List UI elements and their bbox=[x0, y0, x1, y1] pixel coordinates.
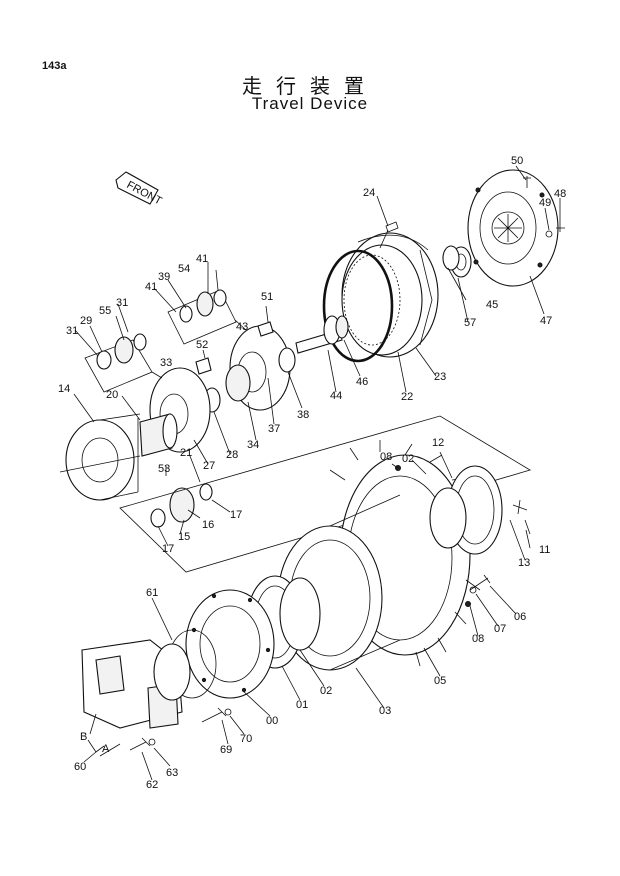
pin-52 bbox=[195, 357, 212, 375]
callout-07: 07 bbox=[494, 623, 506, 635]
planet-gear-set-middle bbox=[167, 289, 237, 345]
page-reference: 143a bbox=[42, 60, 67, 72]
ring-gear-drum bbox=[341, 232, 439, 358]
callout-49: 49 bbox=[539, 197, 551, 209]
callout-70: 70 bbox=[240, 733, 252, 745]
floating-seal-02 bbox=[279, 577, 321, 651]
callout-29: 29 bbox=[80, 315, 92, 327]
bolt-62 bbox=[129, 737, 151, 751]
callout-47: 47 bbox=[540, 315, 552, 327]
bolt-24 bbox=[379, 221, 399, 249]
motor-flange-housing bbox=[185, 589, 275, 699]
bolt-48 bbox=[556, 220, 565, 232]
callout-labels: 50 48 49 24 45 57 47 23 22 46 44 38 37 3… bbox=[58, 155, 566, 791]
callout-37: 37 bbox=[268, 423, 280, 435]
callout-15: 15 bbox=[178, 531, 190, 543]
callout-03: 03 bbox=[379, 705, 391, 717]
title-english: Travel Device bbox=[251, 94, 369, 113]
callout-60: 60 bbox=[74, 761, 86, 773]
callout-38: 38 bbox=[297, 409, 309, 421]
callout-28: 28 bbox=[226, 449, 238, 461]
callout-16: 16 bbox=[202, 519, 214, 531]
callout-14: 14 bbox=[58, 383, 70, 395]
bolt-06 bbox=[469, 574, 491, 591]
callout-55: 55 bbox=[99, 305, 111, 317]
washer-37 bbox=[278, 347, 296, 373]
washer-63 bbox=[148, 738, 156, 746]
callout-53: 53 bbox=[158, 463, 170, 475]
callout-24: 24 bbox=[363, 187, 375, 199]
callout-A: A bbox=[102, 743, 110, 755]
washer-49 bbox=[545, 230, 553, 238]
plug-08-lower bbox=[465, 601, 471, 607]
travel-motor bbox=[81, 639, 191, 729]
callout-31-right: 31 bbox=[116, 297, 128, 309]
pin-51 bbox=[257, 321, 274, 337]
front-arrow-marker: FRONT bbox=[115, 171, 164, 208]
callout-45: 45 bbox=[486, 299, 498, 311]
callout-51: 51 bbox=[261, 291, 273, 303]
callout-31-left: 31 bbox=[66, 325, 78, 337]
bolt-11 bbox=[524, 519, 531, 535]
ring-02-upper bbox=[429, 487, 467, 549]
callout-08-upper: 08 bbox=[380, 451, 392, 463]
callout-17-right: 17 bbox=[230, 509, 242, 521]
title-japanese: 走行装置 bbox=[242, 74, 378, 98]
callout-B: B bbox=[80, 731, 87, 743]
callout-61: 61 bbox=[146, 587, 158, 599]
callout-44: 44 bbox=[330, 390, 342, 402]
callout-23: 23 bbox=[434, 371, 446, 383]
callout-17-left: 17 bbox=[162, 543, 174, 555]
callout-05: 05 bbox=[434, 675, 446, 687]
cover-plate bbox=[467, 169, 559, 287]
callout-13: 13 bbox=[518, 557, 530, 569]
callout-41-left: 41 bbox=[145, 281, 157, 293]
callout-33: 33 bbox=[160, 357, 172, 369]
washer-70 bbox=[224, 708, 232, 716]
sun-gear bbox=[139, 413, 178, 457]
callout-11: 11 bbox=[539, 544, 550, 556]
callout-62: 62 bbox=[146, 779, 158, 791]
callout-12: 12 bbox=[432, 437, 444, 449]
planet-gear-set-upper bbox=[84, 333, 153, 393]
callout-27: 27 bbox=[203, 460, 215, 472]
callout-01: 01 bbox=[296, 699, 308, 711]
callout-43: 43 bbox=[236, 321, 248, 333]
hub-housing bbox=[65, 413, 141, 501]
o-ring-22 bbox=[322, 249, 394, 363]
group-outline bbox=[119, 415, 531, 573]
callout-41-right: 41 bbox=[196, 253, 208, 265]
callout-02-upper: 02 bbox=[402, 453, 414, 465]
callout-52: 52 bbox=[196, 339, 208, 351]
bolt-13 bbox=[512, 499, 528, 515]
callout-54: 54 bbox=[178, 263, 190, 275]
callout-46: 46 bbox=[356, 376, 368, 388]
callout-34: 34 bbox=[247, 439, 259, 451]
planet-gear-set-lower bbox=[150, 483, 213, 528]
callout-06: 06 bbox=[514, 611, 526, 623]
callout-00: 00 bbox=[266, 715, 278, 727]
bolt-69 bbox=[201, 707, 227, 723]
leader-lines bbox=[73, 165, 561, 781]
callout-08-lower: 08 bbox=[472, 633, 484, 645]
callout-02-lower: 02 bbox=[320, 685, 332, 697]
inner-teeth bbox=[343, 254, 401, 346]
callout-50: 50 bbox=[511, 155, 523, 167]
callout-57: 57 bbox=[464, 317, 476, 329]
callout-22: 22 bbox=[401, 391, 413, 403]
callout-48: 48 bbox=[554, 188, 566, 200]
callout-69: 69 bbox=[220, 744, 232, 756]
callout-63: 63 bbox=[166, 767, 178, 779]
callout-21: 21 bbox=[180, 447, 192, 459]
washer-07 bbox=[469, 586, 477, 594]
washer-57 bbox=[442, 245, 460, 271]
callout-39: 39 bbox=[158, 271, 170, 283]
drive-shaft bbox=[295, 315, 349, 354]
callout-20: 20 bbox=[106, 389, 118, 401]
